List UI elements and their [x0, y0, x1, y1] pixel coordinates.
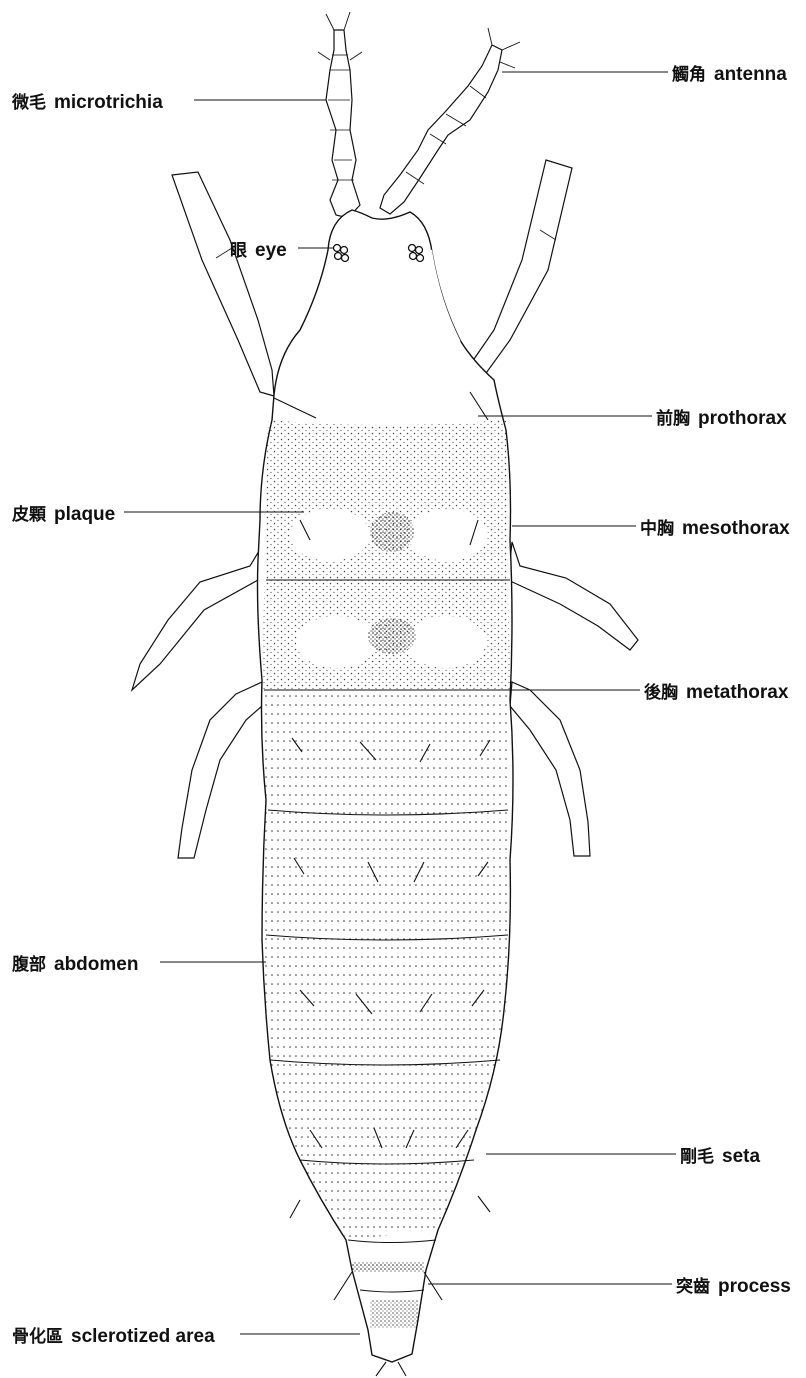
label-metathorax-en: metathorax: [686, 682, 788, 703]
label-abdomen: 腹部 abdomen: [12, 950, 138, 976]
label-seta-zh: 剛毛: [680, 1147, 714, 1167]
midleg-left: [132, 546, 262, 690]
label-plaque-zh: 皮顆: [12, 505, 46, 525]
label-mesothorax-zh: 中胸: [640, 519, 674, 539]
label-prothorax: 前胸 prothorax: [656, 404, 787, 430]
midleg-right: [508, 542, 638, 650]
label-abdomen-zh: 腹部: [12, 955, 46, 975]
label-plaque: 皮顆 plaque: [12, 500, 115, 526]
label-eye: 眼 eye: [230, 236, 287, 262]
label-prothorax-en: prothorax: [698, 408, 787, 429]
label-antenna-zh: 觸角: [672, 65, 706, 85]
label-mesothorax: 中胸 mesothorax: [640, 514, 790, 540]
label-plaque-en: plaque: [54, 504, 115, 525]
foreleg-left: [172, 172, 274, 396]
label-seta: 剛毛 seta: [680, 1142, 760, 1168]
label-sclerotized-area-zh: 骨化區: [12, 1327, 63, 1347]
label-mesothorax-en: mesothorax: [682, 518, 790, 539]
antenna-left: [318, 12, 362, 218]
label-microtrichia-zh: 微毛: [12, 93, 46, 113]
label-process-zh: 突齒: [676, 1277, 710, 1297]
label-eye-en: eye: [255, 240, 287, 261]
label-sclerotized-area-en: sclerotized area: [71, 1326, 215, 1347]
hindleg-left: [178, 682, 262, 858]
foreleg-right: [470, 160, 572, 388]
label-metathorax: 後胸 metathorax: [644, 678, 788, 704]
label-process-en: process: [718, 1276, 791, 1297]
label-sclerotized-area: 骨化區 sclerotized area: [12, 1322, 215, 1348]
label-microtrichia-en: microtrichia: [54, 92, 163, 113]
antenna-right: [380, 28, 520, 214]
hindleg-right: [510, 682, 590, 856]
label-prothorax-zh: 前胸: [656, 409, 690, 429]
body: [258, 210, 514, 1376]
label-microtrichia: 微毛 microtrichia: [12, 88, 163, 114]
label-antenna-en: antenna: [714, 64, 787, 85]
label-abdomen-en: abdomen: [54, 954, 138, 975]
label-seta-en: seta: [722, 1146, 760, 1167]
label-eye-zh: 眼: [230, 241, 247, 261]
label-process: 突齒 process: [676, 1272, 791, 1298]
label-antenna: 觸角 antenna: [672, 60, 787, 86]
label-metathorax-zh: 後胸: [644, 683, 678, 703]
